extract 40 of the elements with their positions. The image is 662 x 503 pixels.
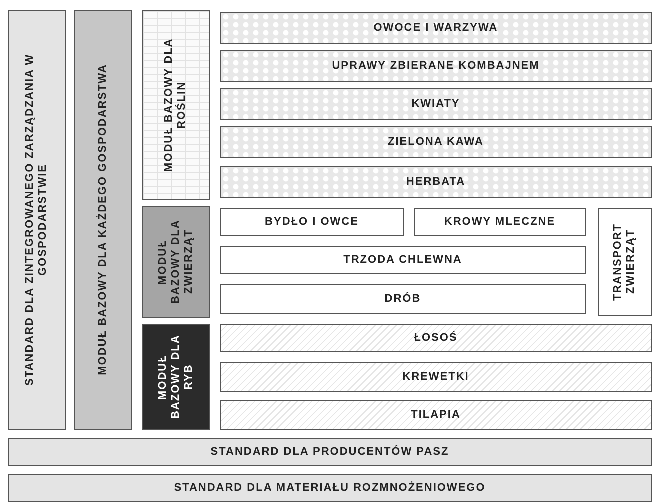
block-label: STANDARD DLA MATERIAŁU ROZMNOŻENIOWEGO [174,482,486,494]
standard-bar [8,10,66,430]
block-label: OWOCE I WARZYWA [374,22,498,34]
crop-bar [220,50,652,82]
module-bar [74,10,132,430]
block-label: BYDŁO I OWCE [265,216,359,228]
crop-bar [220,12,652,44]
livestock-bar [220,284,586,314]
block-label: TRANSPORT ZWIERZĄT [612,222,638,303]
standard-bar [8,438,652,466]
block-label: KROWY MLECZNE [444,216,556,228]
block-label: MODUŁ BAZOWY DLA ZWIERZĄT [156,218,196,306]
block-label: KREWETKI [402,370,470,384]
block-label: ŁOSOŚ [414,332,458,344]
block-label: UPRAWY ZBIERANE KOMBAJNEM [332,60,540,72]
block-label: DRÓB [384,292,422,306]
block-label: MODUŁ BAZOWY DLA KAŻDEGO GOSPODARSTWA [96,64,110,376]
block-label: HERBATA [406,176,466,188]
livestock-bar [220,246,586,274]
block-label: MODUŁ BAZOWY DLA ROŚLIN [163,37,189,174]
block-label: STANDARD DLA ZINTEGROWANEGO ZARZĄDZANIA W GOSPODARSTWIE [24,52,50,388]
fish-bar [220,324,652,352]
livestock-bar [220,208,404,236]
fish-bar [220,362,652,392]
block-label: TILAPIA [411,408,461,422]
block-label: TRZODA CHLEWNA [344,254,462,266]
block-label: MODUŁ BAZOWY DLA RYB [156,334,196,422]
block-label: KWIATY [412,98,460,110]
livestock-bar [598,208,652,316]
fish-bar [220,400,652,430]
block-label: ZIELONA KAWA [388,136,484,148]
module-block [142,324,210,430]
crop-bar [220,88,652,120]
crop-bar [220,126,652,158]
module-block [142,206,210,318]
block-label: STANDARD DLA PRODUCENTÓW PASZ [210,446,450,458]
crop-bar [220,166,652,198]
standard-bar [8,474,652,502]
livestock-bar [414,208,586,236]
module-block [142,10,210,200]
